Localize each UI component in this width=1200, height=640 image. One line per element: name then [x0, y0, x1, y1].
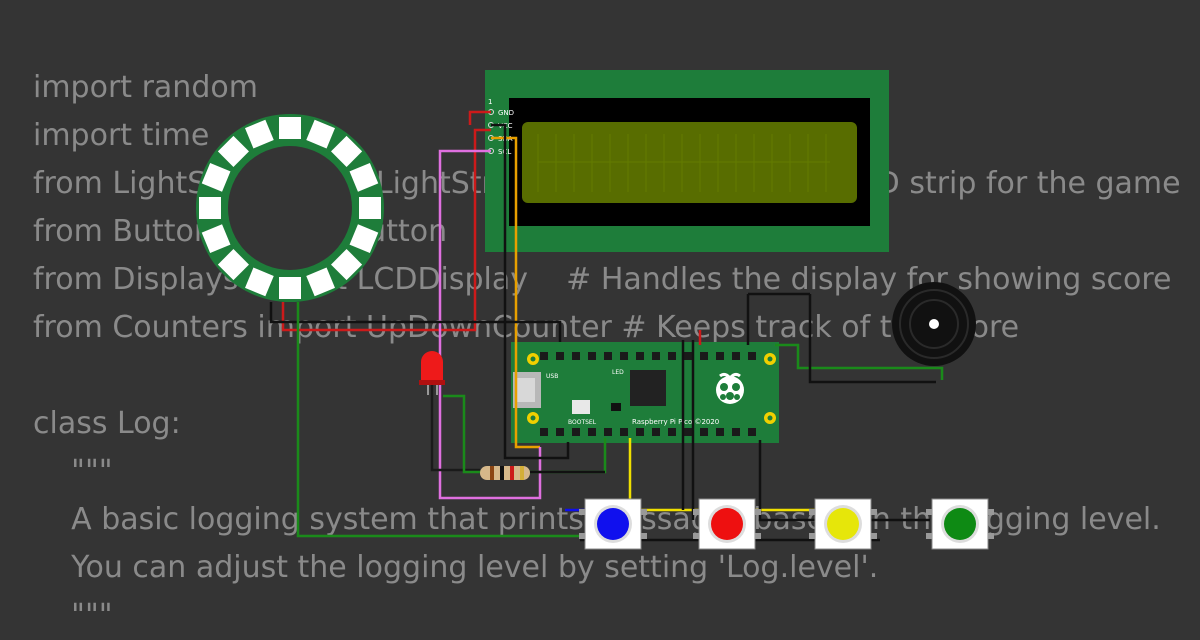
code-line: import time [33, 118, 210, 153]
code-line: You can adjust the logging level by sett… [33, 550, 879, 585]
bootsel-button[interactable] [572, 400, 590, 414]
lcd-display[interactable]: 1 GND VCC SDA SCL [485, 70, 889, 252]
buzzer[interactable] [892, 282, 976, 366]
yellow-pushbutton[interactable] [814, 498, 872, 550]
red-pushbutton[interactable] [698, 498, 756, 550]
led-label: LED [612, 369, 624, 376]
neopixel-ring[interactable] [196, 114, 384, 302]
code-line: import random [33, 70, 258, 105]
lcd-character-grid [537, 134, 830, 192]
code-line: """ [33, 454, 113, 489]
code-line: """ [33, 598, 113, 633]
lcd-pin-number: 1 [488, 98, 492, 106]
green-pushbutton[interactable] [931, 498, 989, 550]
raspberry-pi-pico[interactable]: USB BOOTSEL LED Raspberry Pi Pico ©2020 [511, 342, 779, 443]
code-line: class Log: [33, 406, 181, 441]
usb-label: USB [546, 373, 558, 380]
raspberry-logo-icon [716, 372, 744, 404]
red-led[interactable] [419, 351, 445, 395]
rp2040-chip [630, 370, 666, 406]
blue-pushbutton[interactable] [584, 498, 642, 550]
pico-label: Raspberry Pi Pico ©2020 [632, 418, 719, 426]
bootsel-label: BOOTSEL [568, 419, 597, 426]
resistor [480, 466, 530, 480]
lcd-pin-gnd: GND [498, 109, 514, 117]
